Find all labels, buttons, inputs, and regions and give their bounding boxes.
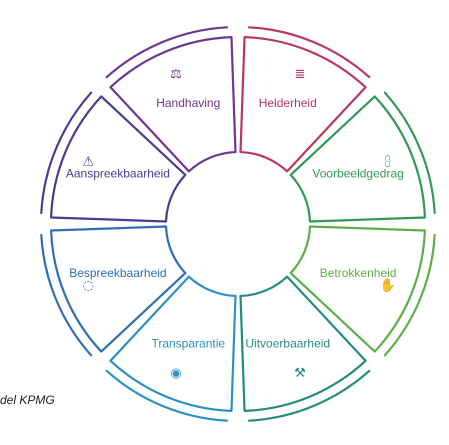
segment-wedge xyxy=(50,95,187,223)
tools-icon: ⚒ xyxy=(294,366,306,381)
segment-wedge xyxy=(50,225,187,353)
segment-label-handhaving: Handhaving xyxy=(156,96,220,110)
segment-outer-arc xyxy=(40,91,93,215)
segment-outer-arc xyxy=(105,26,229,79)
segment-wedge xyxy=(289,225,426,353)
segment-wedge xyxy=(239,36,367,173)
segment-label-aanspreekbaarheid: Aanspreekbaarheid xyxy=(66,166,170,180)
segment-handhaving: Handhaving ⚖ xyxy=(105,26,237,173)
center-hub xyxy=(169,155,307,293)
segment-wedge xyxy=(109,275,237,412)
segment-label-voorbeeldgedrag: Voorbeeldgedrag xyxy=(312,166,403,180)
segment-label-transparantie: Transparantie xyxy=(151,336,225,350)
segment-wedge xyxy=(239,275,367,412)
eye-icon: ◉ xyxy=(170,366,181,381)
gavel-icon: ⚖ xyxy=(170,67,182,82)
chat-icon: ◌ xyxy=(83,278,94,293)
segment-bespreekbaarheid: Bespreekbaarheid◌ xyxy=(40,225,187,357)
trophy-icon: ⩉ xyxy=(385,155,391,170)
segment-outer-arc xyxy=(247,369,371,422)
warning-icon: ⚠ xyxy=(83,155,95,170)
segment-betrokkenheid: Betrokkenheid✋ xyxy=(289,225,436,357)
segment-transparantie: Transparantie ◉ xyxy=(105,275,237,422)
segment-label-helderheid: Helderheid xyxy=(259,96,317,110)
segment-voorbeeldgedrag: Voorbeeldgedrag⩉ xyxy=(289,91,436,223)
segment-outer-arc xyxy=(383,91,436,215)
segment-label-betrokkenheid: Betrokkenheid xyxy=(320,266,397,280)
segment-outer-arc xyxy=(40,233,93,357)
source-caption: del KPMG xyxy=(0,393,55,407)
segment-wedge xyxy=(109,36,237,173)
segment-label-uitvoerbaarheid: Uitvoerbaarheid xyxy=(245,336,330,350)
segment-outer-arc xyxy=(247,26,371,79)
segment-outer-arc xyxy=(105,369,229,422)
segment-outer-arc xyxy=(383,233,436,357)
segment-uitvoerbaarheid: Uitvoerbaarheid ⚒ xyxy=(239,275,371,422)
segment-wedge xyxy=(289,95,426,223)
clipboard-icon: ≣ xyxy=(295,67,306,82)
segment-aanspreekbaarheid: Aanspreekbaarheid⚠ xyxy=(40,91,187,223)
segment-label-bespreekbaarheid: Bespreekbaarheid xyxy=(69,266,166,280)
thumbs-up-icon: ✋ xyxy=(380,277,396,293)
segment-helderheid: Helderheid ≣ xyxy=(239,26,371,173)
